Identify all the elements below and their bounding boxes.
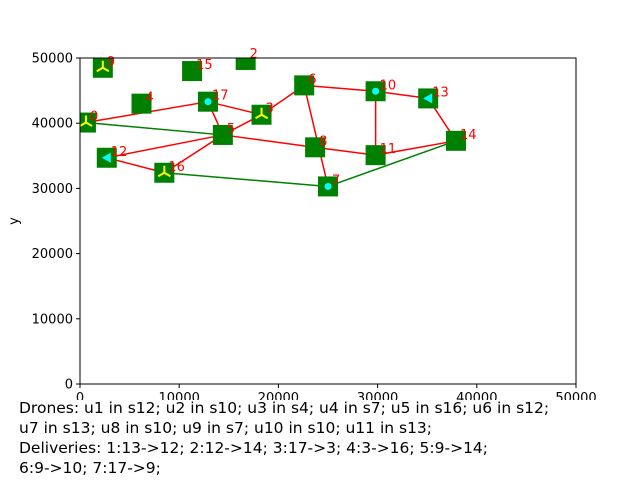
station-label-16: 16	[168, 160, 185, 175]
x-tick-label-40000: 40000	[456, 391, 497, 400]
network-chart: 0 2 3 4 5 6 7 8 9 10 11 12 13 14 15 16 17 0 10000 20000 300…	[7, 47, 597, 401]
station-marker-11	[365, 145, 386, 166]
caption-line-drones-1: Drones: u1 in s12; u2 in s10; u3 in s4; …	[19, 399, 550, 417]
drone-marker-10	[372, 87, 380, 95]
station-marker-4	[131, 93, 152, 114]
route-edge-6-7	[303, 85, 329, 187]
drone-arm	[261, 113, 269, 120]
station-marker-0	[80, 112, 96, 133]
station-marker-2	[235, 58, 256, 70]
y-tick-label-30000: 30000	[32, 182, 73, 197]
station-marker-6	[294, 75, 315, 96]
drone-arm	[254, 113, 263, 120]
route-edge-11-14	[375, 140, 457, 156]
station-marker-14	[445, 130, 466, 151]
x-tick-label-30000: 30000	[357, 391, 398, 400]
y-tick-label-20000: 20000	[32, 247, 73, 262]
station-label-14: 14	[460, 128, 477, 143]
x-tick-label-0: 0	[76, 391, 84, 400]
drone-marker-0	[79, 115, 93, 127]
drone-arm	[163, 171, 171, 178]
link-edge-16-7	[164, 172, 329, 188]
route-edge-5-8	[222, 134, 316, 149]
y-tick-label-40000: 40000	[32, 117, 73, 132]
station-label-5: 5	[227, 122, 235, 137]
caption-line-deliveries-1: Deliveries: 1:13->12; 2:12->14; 3:17->3;…	[19, 439, 489, 457]
drone-arm	[102, 66, 110, 73]
nodes-layer	[80, 58, 466, 197]
link-edge-7-14	[327, 140, 457, 188]
station-label-12: 12	[111, 145, 128, 160]
y-axis-label: y	[7, 217, 22, 225]
y-tick-label-50000: 50000	[32, 52, 73, 67]
station-label-9: 9	[107, 55, 115, 70]
x-tick-label-10000: 10000	[159, 391, 200, 400]
caption-line-drones-2: u7 in s13; u8 in s10; u9 in s7; u10 in s…	[19, 419, 433, 437]
drone-arm	[96, 66, 104, 73]
drone-marker-12	[101, 152, 111, 163]
drone-marker-16	[157, 165, 171, 178]
drone-arm	[79, 121, 87, 127]
x-tick-label-50000: 50000	[555, 391, 596, 400]
caption: Drones: u1 in s12; u2 in s10; u3 in s4; …	[19, 398, 634, 478]
link-edge-0-5	[85, 121, 223, 136]
station-marker-8	[305, 137, 326, 158]
station-label-7: 7	[332, 173, 340, 188]
station-label-8: 8	[319, 134, 327, 149]
drone-marker-17	[204, 98, 212, 106]
station-label-11: 11	[380, 142, 397, 157]
drone-marker-7	[324, 182, 332, 190]
caption-line-deliveries-2: 6:9->10; 7:17->9;	[19, 459, 161, 477]
station-label-0: 0	[90, 110, 98, 125]
route-edge-6-10	[304, 84, 376, 92]
station-label-3: 3	[266, 102, 274, 117]
plot-frame	[79, 57, 577, 385]
y-tick-label-10000: 10000	[32, 312, 73, 327]
drone-marker-13	[423, 93, 433, 104]
x-tick-label-20000: 20000	[258, 391, 299, 400]
station-label-15: 15	[196, 58, 213, 73]
node-labels-layer: 0 2 3 4 5 6 7 8 9 10 11 12 13 14 15 16 17	[90, 47, 477, 188]
station-label-17: 17	[212, 89, 229, 104]
route-edge-12-5	[106, 134, 223, 159]
station-label-4: 4	[146, 91, 154, 106]
station-label-2: 2	[250, 47, 258, 62]
drone-marker-3	[254, 107, 269, 120]
ticks-layer: 0 10000 20000 30000 40000 50000 0 10000 20000 300…	[32, 52, 597, 401]
drone-arm	[85, 121, 93, 127]
route-edge-8-11	[315, 146, 376, 156]
station-label-13: 13	[432, 85, 449, 100]
station-marker-5	[212, 124, 233, 145]
drone-arm	[157, 171, 165, 178]
drone-marker-9	[96, 60, 110, 73]
drones-layer	[79, 60, 433, 190]
station-label-10: 10	[380, 78, 397, 93]
station-marker-15	[182, 61, 203, 82]
y-tick-label-0: 0	[65, 378, 73, 393]
station-label-6: 6	[308, 72, 316, 87]
